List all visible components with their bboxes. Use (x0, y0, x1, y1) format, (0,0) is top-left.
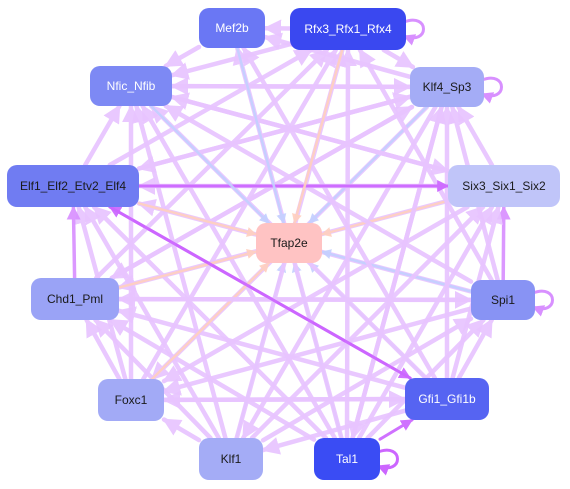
edge-six-to-tfap (320, 199, 450, 237)
edge-foxc-to-tfap (150, 261, 271, 381)
node-six[interactable]: Six3_Six1_Six2 (448, 165, 560, 207)
node-mef2b[interactable]: Mef2b (199, 8, 265, 48)
node-elf[interactable]: Elf1_Elf2_Etv2_Elf4 (7, 165, 139, 207)
node-klf1[interactable]: Klf1 (199, 438, 263, 480)
edge-elf-to-nfic (82, 103, 122, 168)
node-box (90, 66, 172, 106)
edge-nfic-to-klf4 (169, 77, 413, 96)
edge-spi-to-six (496, 205, 511, 282)
node-klf4[interactable]: Klf4_Sp3 (410, 67, 484, 107)
self-loop-spi (531, 289, 554, 317)
node-box (199, 8, 265, 48)
node-tfap[interactable]: Tfap2e (256, 223, 322, 263)
edge-rfx-to-tfap (292, 48, 344, 225)
edge-tal-to-rfx (338, 47, 357, 441)
edge-foxc-to-chd (84, 317, 122, 382)
edge-six-to-foxc (161, 204, 470, 384)
edge-layer (66, 18, 554, 476)
node-box (410, 67, 484, 107)
node-box (256, 223, 322, 263)
edge-foxc-to-rfx (141, 47, 338, 382)
edge-klf1-to-spi (260, 316, 474, 443)
node-chd[interactable]: Chd1_Pml (31, 278, 119, 320)
edge-elf-to-gfi (108, 205, 412, 380)
edge-nfic-to-tfap (149, 104, 271, 225)
edge-chd-to-klf4 (109, 104, 415, 281)
edge-chd-to-tfap (117, 249, 258, 289)
edge-gfi-to-klf1 (260, 408, 408, 455)
node-gfi[interactable]: Gfi1_Gfi1b (405, 378, 489, 420)
node-box (98, 379, 164, 421)
node-box (31, 278, 119, 320)
edge-foxc-to-gfi (161, 390, 408, 409)
self-loop-rfx (402, 18, 425, 46)
edge-rfx-to-klf4 (381, 47, 416, 70)
edge-rfx-to-nfic (169, 41, 293, 80)
node-spi[interactable]: Spi1 (471, 280, 535, 320)
node-box (290, 8, 406, 50)
edge-mef2b-to-nfic (163, 44, 202, 69)
node-rfx[interactable]: Rfx3_Rfx1_Rfx4 (290, 8, 406, 50)
node-box (314, 438, 380, 480)
node-tal[interactable]: Tal1 (314, 438, 380, 480)
edge-klf4-to-tfap (308, 105, 428, 225)
self-loop-tal (376, 448, 399, 476)
edge-chd-to-elf (66, 205, 81, 280)
edge-klf4-to-klf1 (240, 104, 438, 441)
node-nfic[interactable]: Nfic_Nfib (90, 66, 172, 106)
edge-chd-to-spi (116, 290, 474, 309)
node-box (448, 165, 560, 207)
self-loop-klf4 (480, 76, 503, 104)
node-box (7, 165, 139, 207)
node-box (471, 280, 535, 320)
edge-klf1-to-foxc (161, 417, 202, 443)
edge-gfi-to-spi (456, 317, 494, 381)
edge-mef2b-to-tfap (236, 46, 287, 225)
edge-tal-to-klf4 (350, 104, 447, 441)
edge-tal-to-gfi (378, 418, 414, 441)
edge-elf-to-tfap (137, 202, 258, 237)
node-box (199, 438, 263, 480)
edge-elf-to-klf4 (136, 92, 413, 171)
edge-spi-to-nfic (163, 103, 474, 284)
edge-nfic-to-six (169, 94, 451, 176)
node-foxc[interactable]: Foxc1 (98, 379, 164, 421)
edge-tal-to-chd (108, 317, 317, 442)
node-box (405, 378, 489, 420)
